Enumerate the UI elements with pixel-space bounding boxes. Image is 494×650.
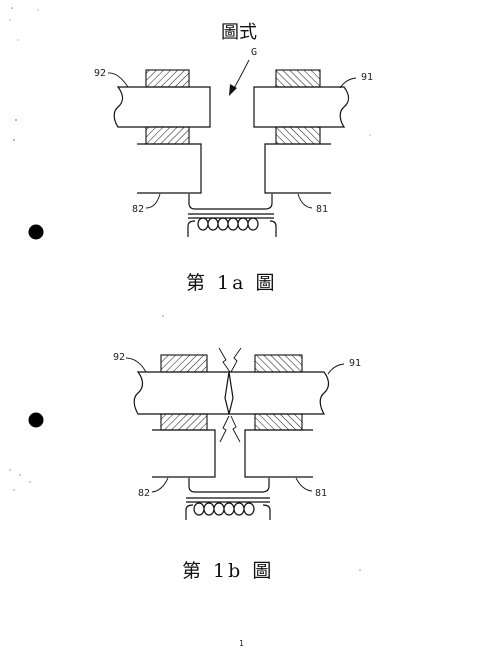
electrode-left [137,143,202,194]
transformer-coil [185,502,271,520]
figure-caption: 第 1a 圖 [186,272,278,294]
clamp-left-top [160,354,208,373]
sheet-title: 圖式 [221,22,257,43]
spark-top [218,347,231,373]
clamp-right-bottom [275,126,321,145]
electrode-right [264,143,331,194]
bridge [188,194,273,210]
spark-top [230,347,242,373]
clamp-left-bottom [160,413,208,431]
transformer-coil [187,217,277,237]
rod-right [253,86,350,128]
gap-arrowhead [229,84,237,96]
spark-bottom [230,415,241,443]
scan-specks [9,7,371,571]
margin-bullet [28,224,44,240]
gap-label: G [251,47,257,58]
bridge [188,478,270,493]
clamp-right-top [275,69,321,88]
label-rod-left: 92 [113,352,125,363]
label-rod-left: 92 [94,68,106,79]
rod-left [113,86,211,128]
figure-1b: 92 91 82 81 第 1b 圖 [113,347,361,582]
label-electrode-left: 82 [138,488,150,499]
label-electrode-right: 81 [315,488,327,499]
rod-left [133,371,234,415]
clamp-right-bottom [254,413,303,431]
label-electrode-right: 81 [316,204,328,215]
margin-bullet [28,412,44,428]
figure-caption: 第 1b 圖 [182,560,274,582]
clamp-left-top [145,69,190,88]
page-number: 1 [239,639,244,648]
rod-right [224,371,330,415]
label-rod-right: 91 [349,358,361,369]
clamp-right-top [254,354,303,373]
figure-1a: G 92 91 82 81 第 1a 圖 [94,47,373,294]
electrode-left [152,429,216,478]
label-rod-right: 91 [361,72,373,83]
clamp-left-bottom [145,126,190,145]
spark-bottom [219,415,230,443]
electrode-right [244,429,313,478]
label-electrode-left: 82 [132,204,144,215]
